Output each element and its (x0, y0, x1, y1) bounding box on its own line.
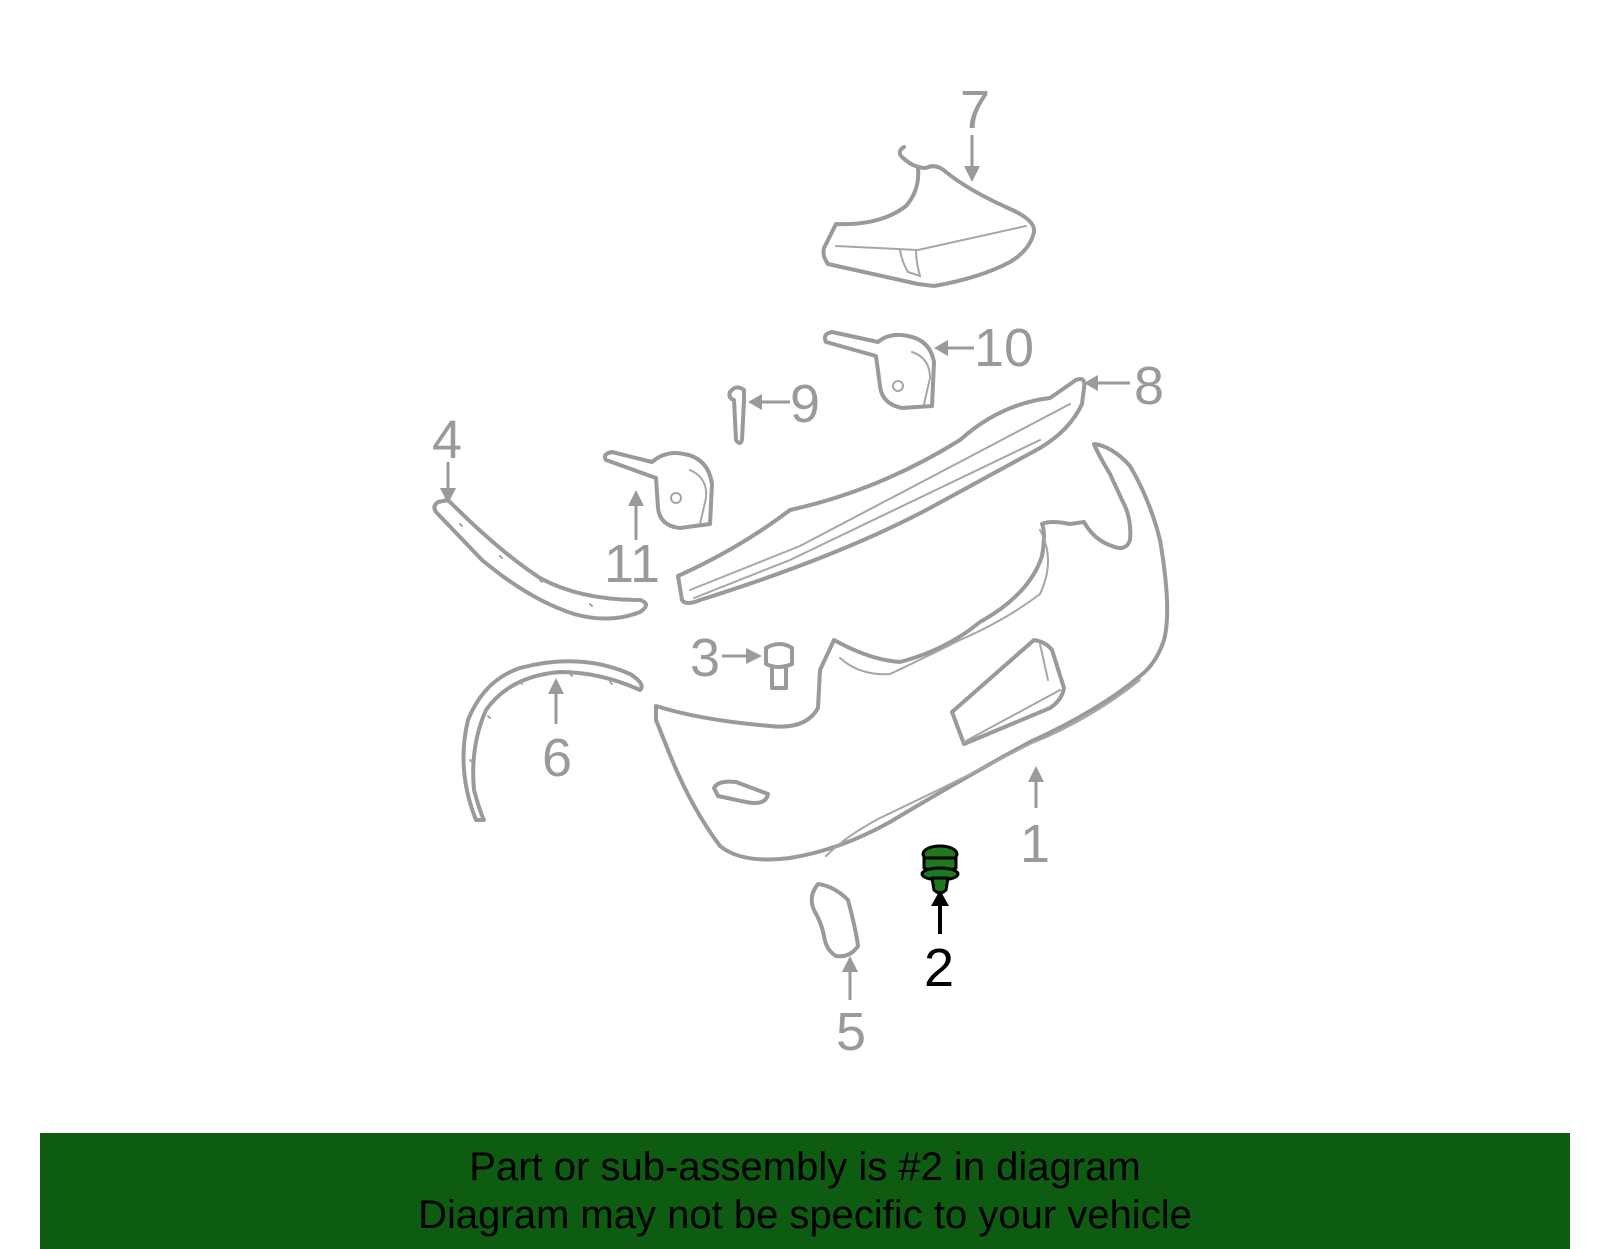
callout-label: 7 (960, 80, 990, 140)
callout-8: 8 (1084, 356, 1164, 416)
part-4-molding[interactable] (432, 498, 648, 621)
part-1-bumper-cover[interactable] (654, 442, 1170, 862)
callout-label: 10 (974, 318, 1034, 378)
callout-label: 2 (924, 938, 954, 998)
part-11-bracket[interactable] (602, 450, 714, 530)
part-3-bolt[interactable] (764, 642, 794, 690)
callout-10: 10 (934, 318, 1034, 378)
part-9-pin[interactable] (727, 385, 746, 445)
callout-3: 3 (690, 628, 762, 688)
callout-5: 5 (836, 956, 866, 1062)
callout-2-highlighted: 2 (924, 890, 954, 998)
callout-4: 4 (432, 410, 462, 504)
callout-7: 7 (960, 80, 990, 182)
callout-label: 5 (836, 1002, 866, 1062)
part-6-wheel-flare[interactable] (461, 659, 644, 822)
part-2-retainer-highlighted[interactable] (920, 844, 960, 895)
callout-11: 11 (604, 490, 660, 594)
banner-line-disclaimer: Diagram may not be specific to your vehi… (418, 1193, 1192, 1237)
part-10-bracket[interactable] (822, 330, 936, 410)
callout-label: 4 (432, 410, 462, 470)
callout-9: 9 (748, 374, 820, 434)
part-5-pad[interactable] (809, 882, 860, 959)
callout-label: 6 (542, 728, 572, 788)
banner-line-part: Part or sub-assembly is #2 in diagram (469, 1145, 1141, 1189)
callout-label: 1 (1020, 814, 1050, 874)
callout-6: 6 (542, 678, 572, 788)
part-7-cover[interactable] (821, 145, 1037, 288)
callout-label: 9 (790, 374, 820, 434)
callout-label: 11 (604, 534, 660, 594)
part-8-reinforcement[interactable] (676, 377, 1087, 605)
callout-label: 3 (690, 628, 720, 688)
info-banner: Part or sub-assembly is #2 in diagram Di… (40, 1133, 1570, 1249)
callout-label: 8 (1134, 356, 1164, 416)
callout-1: 1 (1020, 766, 1050, 874)
